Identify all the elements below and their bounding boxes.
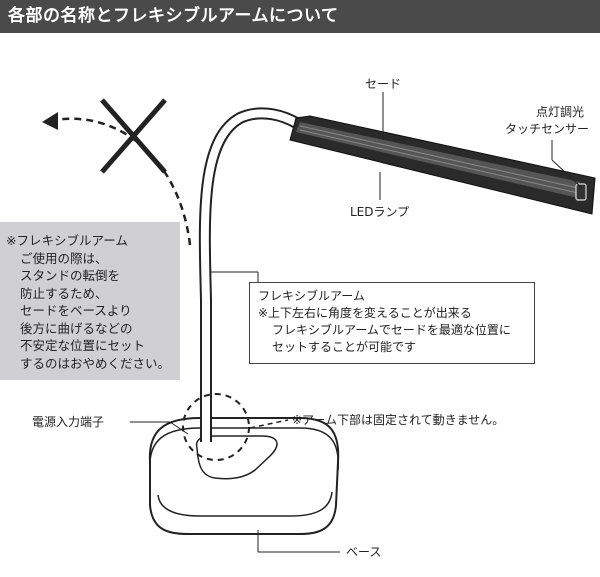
touch-sensor-label-1: 点灯調光	[536, 105, 585, 119]
arm-base-dashed-circle	[182, 393, 250, 461]
touch-sensor	[575, 183, 587, 201]
info-line: ※上下左右に角度を変えることが出来る	[258, 306, 472, 320]
flexible-arm-info-box: フレキシブルアーム ※上下左右に角度を変えることが出来る フレキシブルアームでセ…	[249, 282, 535, 364]
warning-line: 不安定な位置にセット	[20, 338, 146, 353]
arm-fixed-note: ※アーム下部は固定されて動きません。	[292, 413, 505, 427]
shade-label: セード	[365, 77, 402, 91]
info-title: フレキシブルアーム	[258, 289, 365, 303]
warning-line: スタンドの転倒を	[20, 268, 121, 283]
info-line: フレキシブルアームでセードを最適な位置に	[272, 323, 511, 337]
led-lamp-label: LEDランプ	[350, 205, 410, 219]
warning-line: 防止するため、	[20, 285, 108, 301]
arrow-head-icon	[42, 112, 58, 130]
base-label: ベース	[346, 545, 382, 559]
page-title: 各部の名称とフレキシブルアームについて	[0, 0, 600, 33]
lamp-base	[148, 417, 340, 535]
power-jack-label: 電源入力端子	[32, 415, 105, 429]
flexible-arm	[198, 107, 302, 442]
warning-line: ご使用の際は、	[20, 250, 108, 266]
warning-line: セードをベースより	[20, 303, 132, 318]
warning-title: ※フレキシブルアーム	[6, 233, 128, 248]
warning-line: するのはおやめください。	[20, 355, 171, 371]
prohibited-x-icon	[100, 98, 167, 174]
info-line: セットすることが可能です	[272, 340, 417, 354]
warning-box: ※フレキシブルアーム ご使用の際は、 スタンドの転倒を 防止するため、 セードを…	[0, 222, 180, 380]
lamp-head	[289, 115, 596, 215]
touch-sensor-label-2: タッチセンサー	[505, 122, 590, 136]
warning-line: 後方に曲げるなどの	[20, 320, 133, 336]
